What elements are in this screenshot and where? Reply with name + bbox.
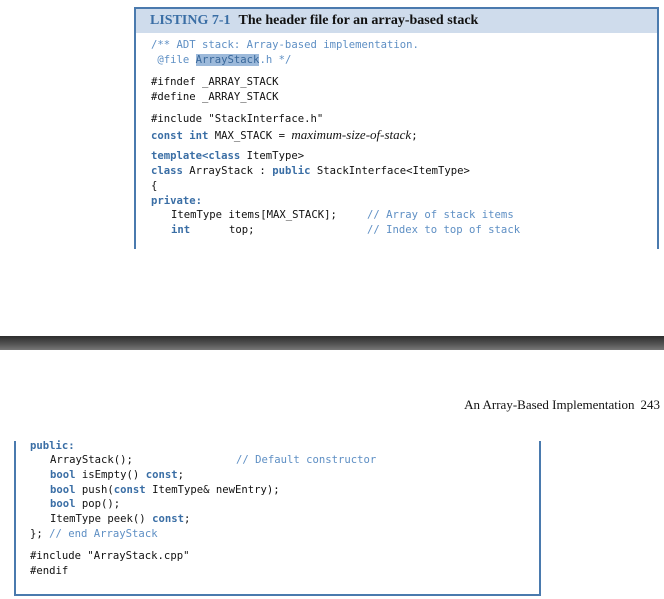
code-line: public: bbox=[30, 440, 75, 452]
code-comment-line: /** ADT stack: Array-based implementatio… bbox=[151, 39, 419, 51]
code-line: #include "ArrayStack.cpp" bbox=[30, 550, 190, 562]
code-comment: // Default constructor bbox=[236, 454, 377, 466]
code-line: #include "StackInterface.h" bbox=[151, 113, 324, 125]
listing-box-top: LISTING 7-1 The header file for an array… bbox=[134, 7, 659, 249]
code-line: bool pop(); bbox=[50, 498, 121, 510]
page-number: 243 bbox=[640, 397, 661, 412]
highlighted-text: ArrayStack bbox=[195, 54, 260, 66]
page-divider bbox=[0, 336, 664, 350]
code-line: const int MAX_STACK = maximum-size-of-st… bbox=[151, 127, 418, 142]
listing-title: The header file for an array-based stack bbox=[238, 13, 479, 28]
code-keyword: int bbox=[171, 224, 191, 236]
listing-header: LISTING 7-1 The header file for an array… bbox=[136, 9, 657, 33]
code-line: #ifndef _ARRAY_STACK bbox=[151, 76, 279, 88]
listing-box-bottom: public: ArrayStack(); // Default constru… bbox=[14, 440, 541, 596]
code-line: bool push(const ItemType& newEntry); bbox=[50, 484, 280, 496]
code-line: #define _ARRAY_STACK bbox=[151, 91, 279, 103]
code-line: class ArrayStack : public StackInterface… bbox=[151, 165, 470, 177]
running-header-title: An Array-Based Implementation bbox=[464, 397, 635, 412]
code-line: }; // end ArrayStack bbox=[30, 528, 158, 540]
code-line: top; bbox=[229, 224, 255, 236]
code-line: ArrayStack(); bbox=[50, 454, 133, 466]
code-comment: // Array of stack items bbox=[367, 209, 514, 221]
code-line: private: bbox=[151, 195, 203, 207]
code-line: #endif bbox=[30, 565, 69, 577]
code-line: { bbox=[151, 180, 158, 192]
code-block-bottom: public: ArrayStack(); // Default constru… bbox=[30, 440, 376, 585]
listing-label: LISTING 7-1 bbox=[150, 13, 231, 28]
running-header: An Array-Based Implementation 243 bbox=[464, 397, 660, 413]
code-block-top: /** ADT stack: Array-based implementatio… bbox=[151, 9, 520, 236]
code-line: ItemType peek() const; bbox=[50, 513, 191, 525]
code-comment-line: @file ArrayStack.h */ bbox=[151, 54, 292, 66]
code-comment: // Index to top of stack bbox=[367, 224, 521, 236]
code-line: ItemType items[MAX_STACK]; bbox=[171, 209, 337, 221]
code-line: bool isEmpty() const; bbox=[50, 469, 184, 481]
code-line: template<class ItemType> bbox=[151, 150, 305, 162]
